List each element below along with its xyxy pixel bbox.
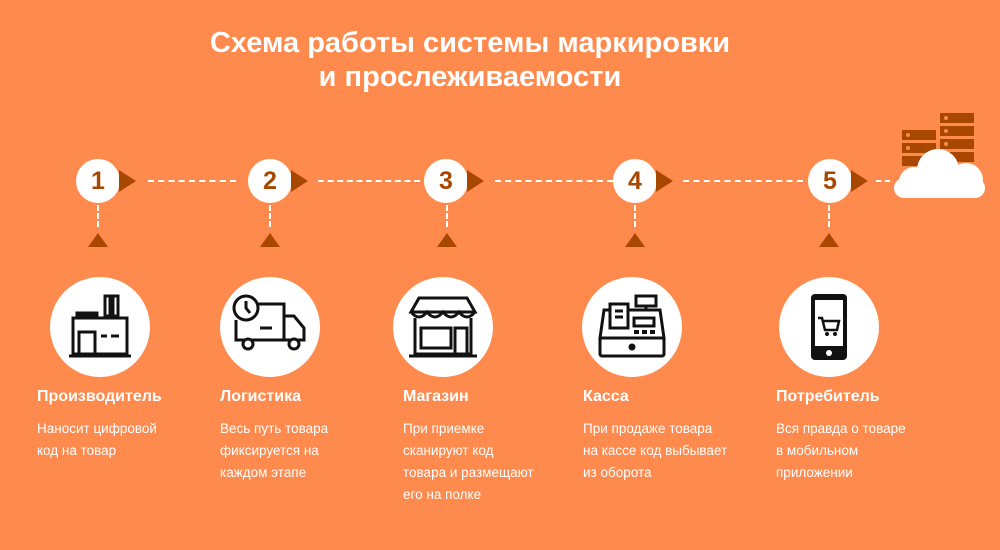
arrow-right-icon [467,170,484,192]
cash-register-icon [598,294,666,358]
connector [269,205,271,227]
step-title: Логистика [220,388,301,405]
triangle-up-icon [819,233,839,247]
step-number-1: 1 [76,159,120,203]
triangle-up-icon [260,233,280,247]
step-number-4: 4 [613,159,657,203]
shop-circle [393,277,493,377]
arrow-right-icon [119,170,136,192]
step-number-3: 3 [424,159,468,203]
cash-register-circle [582,277,682,377]
timeline-dash [148,180,236,182]
triangle-up-icon [88,233,108,247]
triangle-up-icon [437,233,457,247]
timeline-dash [683,180,803,182]
timeline-dash [495,180,613,182]
connector [446,205,448,227]
connector [97,205,99,227]
factory-circle [50,277,150,377]
logistics-circle [220,277,320,377]
timeline-dash [318,180,420,182]
smartphone-cart-icon [811,294,847,360]
consumer-circle [779,277,879,377]
step-number-2: 2 [248,159,292,203]
factory-icon [69,294,131,358]
shop-icon [408,296,478,358]
step-title: Магазин [403,388,469,405]
delivery-truck-icon [232,294,306,351]
arrow-right-icon [291,170,308,192]
cloud-server-icon [894,113,985,198]
step-title: Касса [583,388,629,405]
timeline-dash [876,180,890,182]
triangle-up-icon [625,233,645,247]
arrow-right-icon [656,170,673,192]
connector [828,205,830,227]
step-title: Потребитель [776,388,880,405]
step-number-5: 5 [808,159,852,203]
page-title: Схема работы системы маркировки и просле… [209,27,731,93]
step-title: Производитель [37,388,162,405]
connector [634,205,636,227]
arrow-right-icon [851,170,868,192]
